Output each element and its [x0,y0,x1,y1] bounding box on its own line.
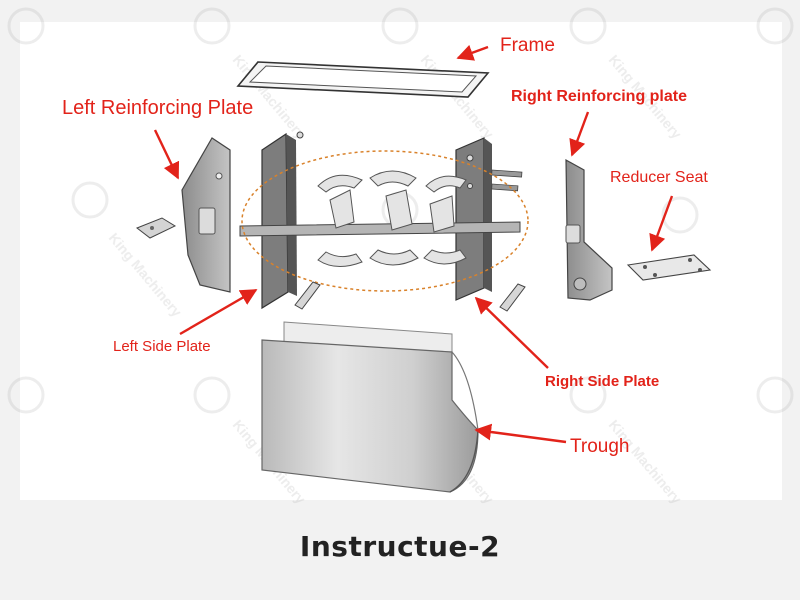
left-reinforcing-arrow [153,129,180,180]
watermark-logo-icon [756,7,794,45]
left-side-plate-arrow [179,288,258,336]
watermark-text: King Machinery [606,417,685,507]
watermark-logo-icon [7,376,45,414]
label-left-reinforcing-plate: Left Reinforcing Plate [62,97,254,119]
label-left-side-plate: Left Side Plate [113,338,211,355]
bottom-slats-part [294,281,526,312]
reducer-seat-part [626,254,712,281]
watermark-logo-icon [569,376,607,414]
trough-part [261,321,479,493]
label-right-reinforcing-plate: Right Reinforcing plate [511,88,687,105]
watermark-text: King Machinery [106,230,185,320]
frame-arrow [456,44,489,61]
watermark-logo-icon [661,196,699,234]
label-right-side-plate: Right Side Plate [545,373,660,390]
right-reinforcing-arrow [569,111,590,157]
right-side-plate-part [455,137,492,301]
figure-caption: Instructue-2 [299,530,501,563]
trough-arrow [474,423,567,444]
left-side-plate-part [261,131,304,310]
left-bracket-part [135,217,177,239]
watermark-logo-icon [193,376,231,414]
watermark-logo-icon [756,376,794,414]
agitator-blades-part [317,170,467,267]
watermark-logo-icon [71,181,109,219]
callout-arrows [153,44,674,444]
watermark-logo-icon [193,7,231,45]
watermark-logo-icon [7,7,45,45]
left-reinforcing-plate-part [181,137,231,293]
right-side-plate-arrow [474,296,549,369]
reducer-seat-arrow [649,195,674,252]
label-reducer-seat: Reducer Seat [610,169,708,186]
right-reinforcing-plate-part [565,158,613,301]
label-trough: Trough [570,436,630,457]
watermark-logo-icon [381,7,419,45]
label-frame: Frame [500,35,555,56]
agitator-highlight-ring [241,150,529,292]
frame-part [236,61,490,98]
watermark-logo-icon [569,7,607,45]
